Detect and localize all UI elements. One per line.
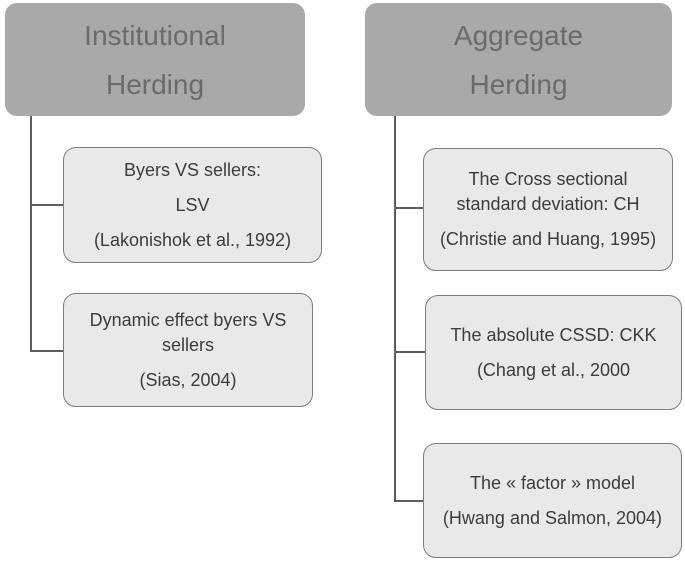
node-text-line: The absolute CSSD: CKK bbox=[450, 324, 657, 345]
node-paragraph: Dynamic effect byers VS sellers bbox=[90, 308, 287, 358]
node-paragraph: Byers VS sellers: bbox=[124, 158, 261, 183]
connector-vertical-left bbox=[30, 116, 32, 351]
header-line: Herding bbox=[469, 68, 568, 100]
header-line: Aggregate bbox=[453, 19, 584, 51]
node-absolute-cssd-ckk: The absolute CSSD: CKK (Chang et al., 20… bbox=[425, 295, 682, 410]
connector-branch-factor-model bbox=[394, 500, 424, 502]
aggregate-herding-header: Aggregate Herding bbox=[365, 3, 672, 116]
connector-branch-ch bbox=[394, 207, 424, 209]
node-text-line: LSV bbox=[175, 194, 210, 215]
node-citation: (Lakonishok et al., 1992) bbox=[94, 228, 291, 253]
node-text-line: Byers VS sellers: bbox=[123, 159, 262, 180]
node-citation: (Hwang and Salmon, 2004) bbox=[443, 506, 662, 531]
node-text-line: (Lakonishok et al., 1992) bbox=[93, 229, 292, 250]
node-paragraph: The Cross sectional standard deviation: … bbox=[456, 167, 639, 217]
node-dynamic-effect-byers-vs-sellers: Dynamic effect byers VS sellers (Sias, 2… bbox=[63, 293, 313, 407]
node-text-line: Dynamic effect byers VS bbox=[89, 309, 287, 330]
node-text-line: The « factor » model bbox=[469, 472, 636, 493]
node-byers-vs-sellers-lsv: Byers VS sellers: LSV (Lakonishok et al.… bbox=[63, 147, 322, 263]
node-citation: (Christie and Huang, 1995) bbox=[440, 227, 656, 252]
connector-branch-ckk bbox=[394, 351, 426, 353]
node-text-line: The Cross sectional bbox=[468, 169, 628, 189]
header-line: Herding bbox=[105, 68, 205, 100]
node-text-line: sellers bbox=[161, 334, 214, 355]
node-citation: (Chang et al., 2000 bbox=[477, 358, 630, 383]
node-paragraph: LSV bbox=[175, 193, 209, 218]
node-text-line: (Sias, 2004) bbox=[139, 369, 237, 390]
node-factor-model: The « factor » model (Hwang and Salmon, … bbox=[423, 443, 682, 558]
node-text-line: standard deviation: CH bbox=[456, 194, 640, 214]
node-cross-sectional-standard-deviation-ch: The Cross sectional standard deviation: … bbox=[423, 148, 673, 271]
connector-vertical-right bbox=[394, 116, 396, 501]
connector-branch-lsv bbox=[30, 204, 64, 206]
header-line: Institutional bbox=[84, 19, 226, 51]
institutional-herding-header: Institutional Herding bbox=[5, 3, 305, 116]
node-citation: (Sias, 2004) bbox=[139, 368, 236, 393]
node-text-line: (Hwang and Salmon, 2004) bbox=[442, 507, 663, 528]
node-paragraph: The absolute CSSD: CKK bbox=[450, 323, 656, 348]
node-text-line: (Christie and Huang, 1995) bbox=[439, 229, 657, 249]
node-paragraph: The « factor » model bbox=[470, 471, 635, 496]
node-text-line: (Chang et al., 2000 bbox=[476, 359, 631, 380]
connector-branch-sias bbox=[30, 350, 64, 352]
